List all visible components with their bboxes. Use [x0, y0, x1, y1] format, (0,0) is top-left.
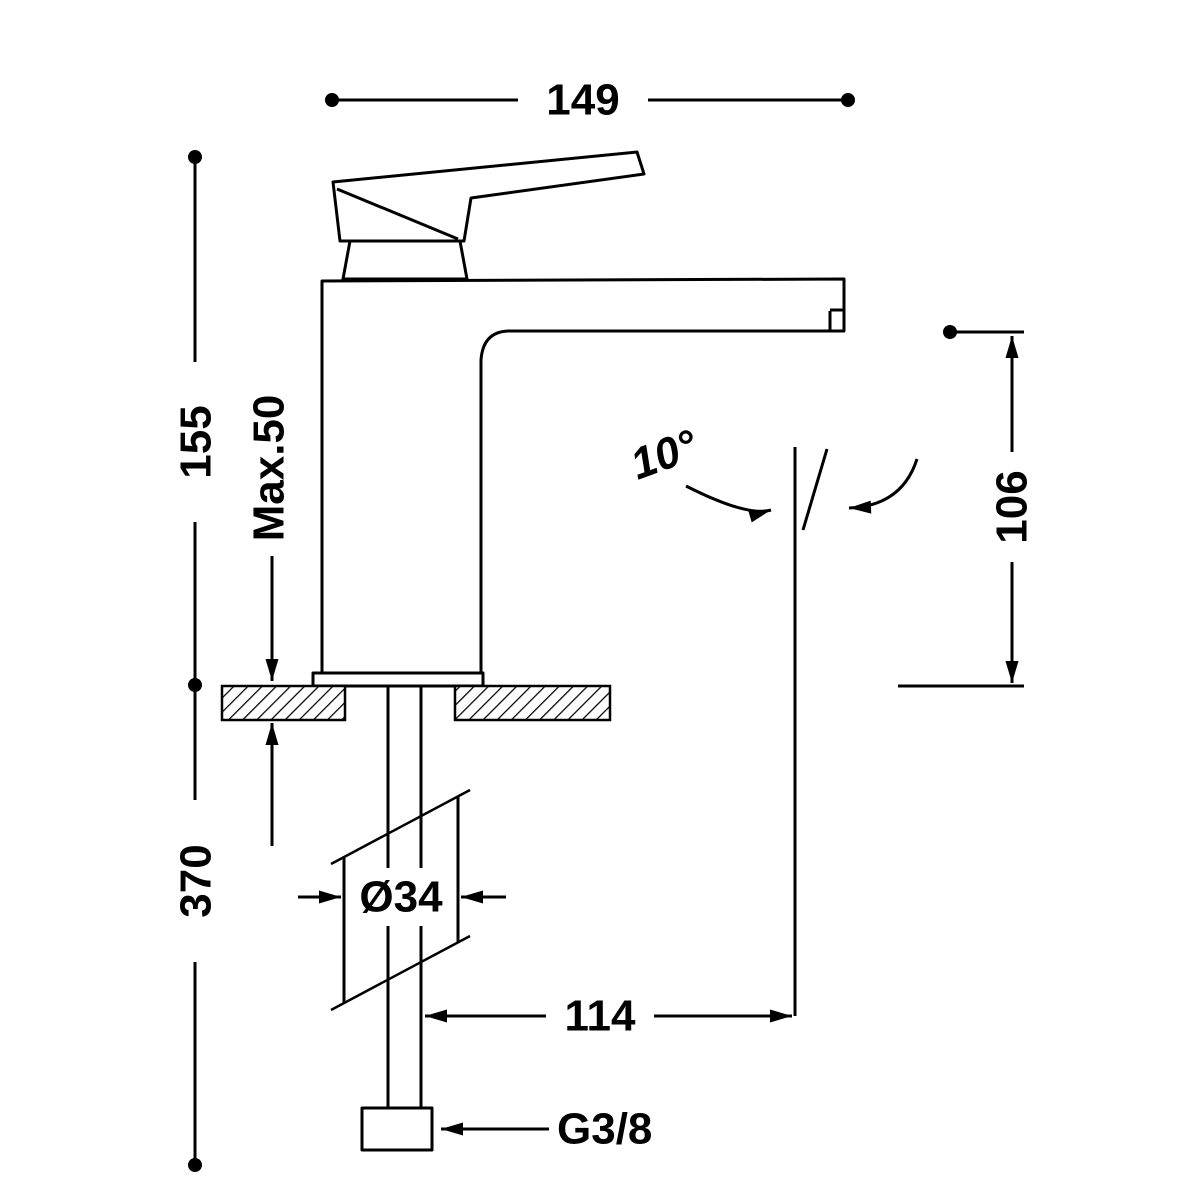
angled-stream-line — [801, 448, 829, 531]
dimension-max-deck-thickness: Max.50 — [245, 395, 294, 846]
break-slash-lower — [330, 934, 471, 1012]
overall-width-label: 149 — [546, 76, 619, 125]
spout-angle-label: 10° — [624, 420, 704, 489]
dimension-spout-reach: 114 — [425, 992, 792, 1041]
thread-connector-box — [360, 1106, 434, 1152]
handle-lever — [331, 150, 646, 243]
cartridge-collar — [341, 239, 469, 281]
angle-arc-left — [685, 484, 772, 523]
total-height-label: 155 — [172, 405, 221, 478]
dimension-overall-width: 149 — [325, 76, 855, 125]
faucet-elevation — [311, 150, 846, 688]
countertop-right-block — [453, 684, 612, 722]
under-counter-length-label: 370 — [172, 844, 221, 917]
spout-reach-label: 114 — [565, 992, 637, 1041]
max-deck-thickness-label: Max.50 — [245, 395, 294, 542]
shank-diameter-label: Ø34 — [359, 873, 443, 922]
dimension-under-counter-length: 370 — [172, 685, 221, 1172]
dimension-spout-height: 106 — [898, 325, 1037, 688]
faucet-body-spout — [320, 277, 846, 675]
aerator-detail — [828, 308, 844, 331]
dimension-spout-angle: 10° — [624, 420, 919, 1016]
dimension-shank-diameter: Ø34 — [298, 868, 506, 926]
break-slash-upper — [330, 788, 471, 866]
angle-arc-right — [848, 458, 919, 514]
thread-size-label: G3/8 — [557, 1105, 652, 1154]
base-flange — [311, 671, 485, 688]
countertop-section — [220, 684, 612, 722]
spout-height-label: 106 — [988, 470, 1037, 543]
label-mask — [351, 868, 451, 926]
handle-face-line — [336, 187, 459, 241]
dimension-total-height: 155 — [172, 150, 221, 692]
countertop-left-block — [220, 684, 347, 722]
dimension-thread-size: G3/8 — [441, 1105, 652, 1154]
